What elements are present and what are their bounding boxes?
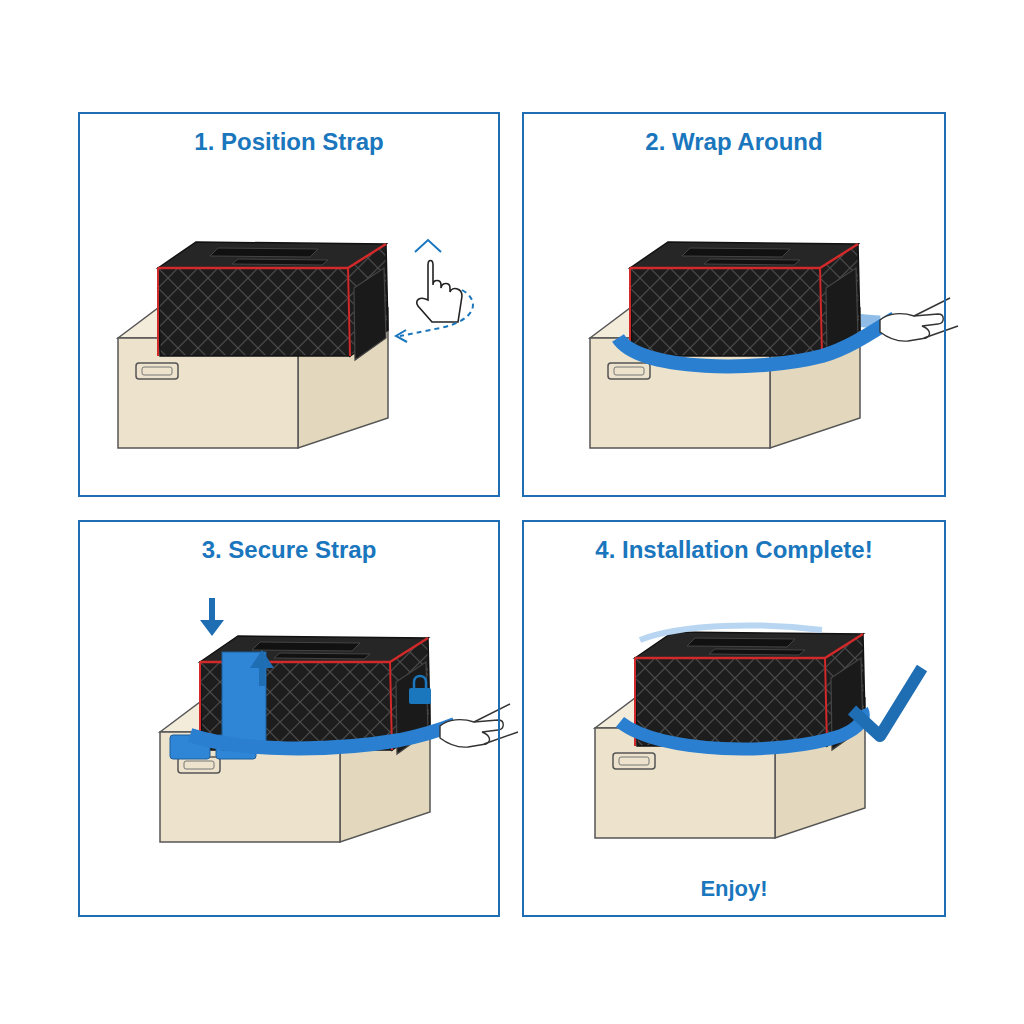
step-title: 4. Installation Complete! [595,536,872,564]
step-panel: 1. Position Strap [78,112,500,497]
step-title: 1. Position Strap [194,128,383,156]
step-title: 2. Wrap Around [645,128,822,156]
step-title: 3. Secure Strap [202,536,377,564]
step-panel: 3. Secure Strap [78,520,500,917]
step-note: Enjoy! [700,875,767,903]
step-panel: 2. Wrap Around [522,112,946,497]
step-panel: 4. Installation Complete! Enjoy! [522,520,946,917]
